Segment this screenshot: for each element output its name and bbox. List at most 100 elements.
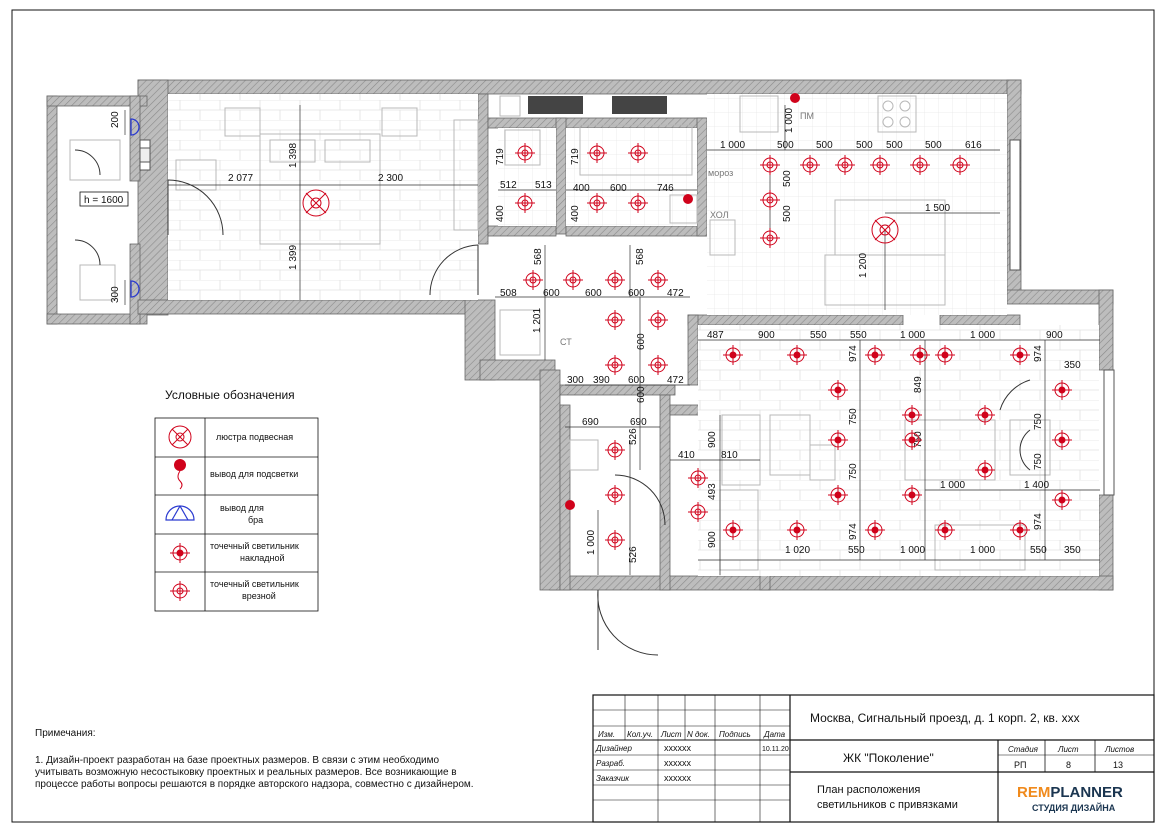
dim-1398: 1 398 bbox=[288, 143, 299, 168]
dim-746: 746 bbox=[657, 183, 674, 194]
logo-mark: REMPLANNER bbox=[1017, 784, 1123, 801]
surface-spotlight bbox=[935, 520, 955, 540]
legend-label-2: вывод для подсветки bbox=[210, 469, 298, 479]
notes-line-3: процессе работы вопросы решаются в поряд… bbox=[35, 778, 474, 790]
dim-500b: 500 bbox=[816, 140, 833, 151]
light-outlet bbox=[790, 93, 800, 103]
tb-head-izm: Изм. bbox=[598, 730, 615, 739]
dim-750d: 750 bbox=[1033, 413, 1044, 430]
recessed-spotlight bbox=[605, 310, 625, 330]
dim-500v2: 500 bbox=[782, 205, 793, 222]
dim-410: 410 bbox=[678, 450, 695, 461]
dim-1200: 1 200 bbox=[858, 253, 869, 278]
dim-900a: 900 bbox=[758, 330, 775, 341]
dim-500e: 500 bbox=[925, 140, 942, 151]
living-floor bbox=[698, 325, 1099, 576]
dim-719a: 719 bbox=[495, 148, 506, 165]
tb-head-podpis: Подпись bbox=[719, 730, 751, 739]
dim-600d: 600 bbox=[628, 288, 645, 299]
recessed-spotlight-icon bbox=[170, 581, 190, 601]
label-st: СТ bbox=[560, 337, 572, 347]
dim-350a: 350 bbox=[1064, 360, 1081, 371]
surface-spotlight bbox=[723, 520, 743, 540]
legend-label-1: люстра подвесная bbox=[216, 432, 293, 442]
kitchen-cabinet-2 bbox=[612, 96, 667, 114]
wall-sconce-outlet-icon bbox=[165, 505, 195, 521]
tb-address: Москва, Сигнальный проезд, д. 1 корп. 2,… bbox=[810, 711, 1080, 725]
dim-616: 616 bbox=[965, 140, 982, 151]
recessed-spotlight bbox=[800, 155, 820, 175]
dim-750a: 750 bbox=[848, 408, 859, 425]
dim-900d: 900 bbox=[707, 531, 718, 548]
tb-name-1: xxxxxx bbox=[664, 743, 692, 753]
logo-sub: СТУДИЯ ДИЗАЙНА bbox=[1032, 802, 1116, 813]
dim-550d: 550 bbox=[1030, 545, 1047, 556]
surface-spotlight bbox=[975, 405, 995, 425]
label-pm: ПМ bbox=[800, 111, 814, 121]
wall-sconce bbox=[130, 118, 140, 136]
dim-600e: 600 bbox=[628, 375, 645, 386]
dim-750c: 750 bbox=[848, 463, 859, 480]
dim-568a: 568 bbox=[533, 248, 544, 265]
title-block-text: Изм. Кол.уч. Лист N док. Подпись Дата Ди… bbox=[595, 711, 1134, 813]
surface-spotlight bbox=[787, 520, 807, 540]
dim-600v1: 600 bbox=[636, 333, 647, 350]
dim-390: 390 bbox=[593, 375, 610, 386]
dim-1201: 1 201 bbox=[532, 308, 543, 333]
dim-974a: 974 bbox=[848, 345, 859, 362]
surface-spotlight-icon bbox=[170, 543, 190, 563]
surface-spotlight bbox=[975, 460, 995, 480]
dim-1000-v: 1 000 bbox=[586, 530, 597, 555]
sheet-frame bbox=[11, 9, 1155, 823]
bathroom-floor bbox=[566, 128, 697, 226]
tb-stage-label: Стадия bbox=[1008, 745, 1039, 754]
dim-472a: 472 bbox=[667, 288, 684, 299]
dim-1000a: 1 000 bbox=[900, 330, 925, 341]
surface-spotlight bbox=[1010, 520, 1030, 540]
dim-900b: 900 bbox=[1046, 330, 1063, 341]
dim-849: 849 bbox=[913, 376, 924, 393]
dim-550c: 550 bbox=[848, 545, 865, 556]
surface-spotlight bbox=[1052, 490, 1072, 510]
tb-name-3: xxxxxx bbox=[664, 773, 692, 783]
tb-role-2: Разраб. bbox=[596, 759, 625, 768]
dim-974c: 974 bbox=[848, 523, 859, 540]
surface-spotlight bbox=[902, 430, 922, 450]
dimension-texts: 200 300 1 398 1 399 2 077 2 300 719 719 … bbox=[110, 108, 1081, 563]
notes-line-1: 1. Дизайн-проект разработан на базе прое… bbox=[35, 754, 439, 766]
windows bbox=[139, 139, 1115, 496]
dim-2300: 2 300 bbox=[378, 173, 403, 184]
kitchen-cabinet-1 bbox=[528, 96, 583, 114]
tb-name-2: xxxxxx bbox=[664, 758, 692, 768]
surface-spotlight bbox=[935, 345, 955, 365]
tb-sheets-label: Листов bbox=[1104, 745, 1134, 754]
recessed-spotlight bbox=[648, 355, 668, 375]
legend-table bbox=[154, 417, 319, 612]
dim-1399: 1 399 bbox=[288, 245, 299, 270]
legend-title: Условные обозначения bbox=[165, 388, 295, 402]
logo-rem: REM bbox=[1017, 784, 1050, 801]
dim-1000c: 1 000 bbox=[940, 480, 965, 491]
label-hol: ХОЛ bbox=[710, 210, 729, 220]
surface-spotlight bbox=[1052, 430, 1072, 450]
legend-label-3a: вывод для bbox=[220, 503, 264, 513]
dim-974b: 974 bbox=[1033, 345, 1044, 362]
legend-label-5b: врезной bbox=[242, 591, 276, 601]
light-outlet bbox=[565, 500, 575, 510]
bedroom-floor bbox=[168, 94, 478, 300]
recessed-spotlight bbox=[523, 270, 543, 290]
door-height-box bbox=[79, 191, 129, 207]
recessed-spotlight bbox=[628, 193, 648, 213]
door-height-label: h = 1600 bbox=[84, 195, 124, 206]
dim-508: 508 bbox=[500, 288, 517, 299]
dim-500v1: 500 bbox=[782, 170, 793, 187]
tb-role-3: Заказчик bbox=[596, 774, 630, 783]
dim-512: 512 bbox=[500, 180, 517, 191]
pendant-chandelier-icon bbox=[168, 425, 192, 449]
dim-1000-top: 1 000 bbox=[784, 108, 795, 133]
legend-icons bbox=[165, 425, 195, 601]
dim-1500: 1 500 bbox=[925, 203, 950, 214]
pendant-chandelier bbox=[871, 216, 899, 244]
dim-513: 513 bbox=[535, 180, 552, 191]
